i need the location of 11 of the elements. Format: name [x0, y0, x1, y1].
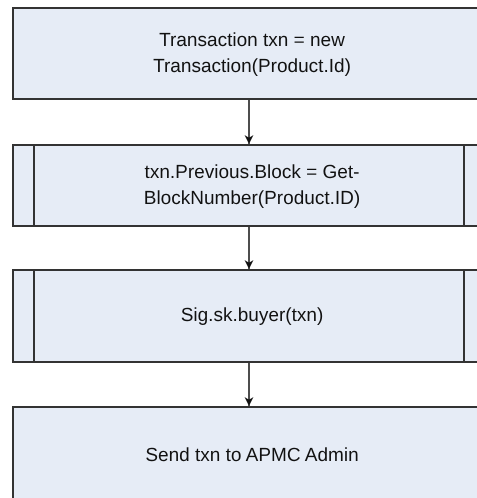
step-text: Send txn to APMC Admin	[144, 444, 360, 468]
subprocess-box	[12, 144, 477, 227]
process-box	[12, 7, 477, 100]
step-text: Sig.sk.buyer(txn)	[180, 304, 324, 328]
arrow	[244, 100, 254, 144]
step-text: txn.Previous.Block = Get-BlockNumber(Product.ID)	[142, 160, 362, 210]
step-text: Transaction txn = new Transaction(Product.Id)	[152, 28, 352, 78]
arrow	[244, 227, 254, 269]
subprocess-box	[12, 269, 477, 363]
process-box	[12, 406, 477, 498]
arrow	[244, 363, 254, 406]
